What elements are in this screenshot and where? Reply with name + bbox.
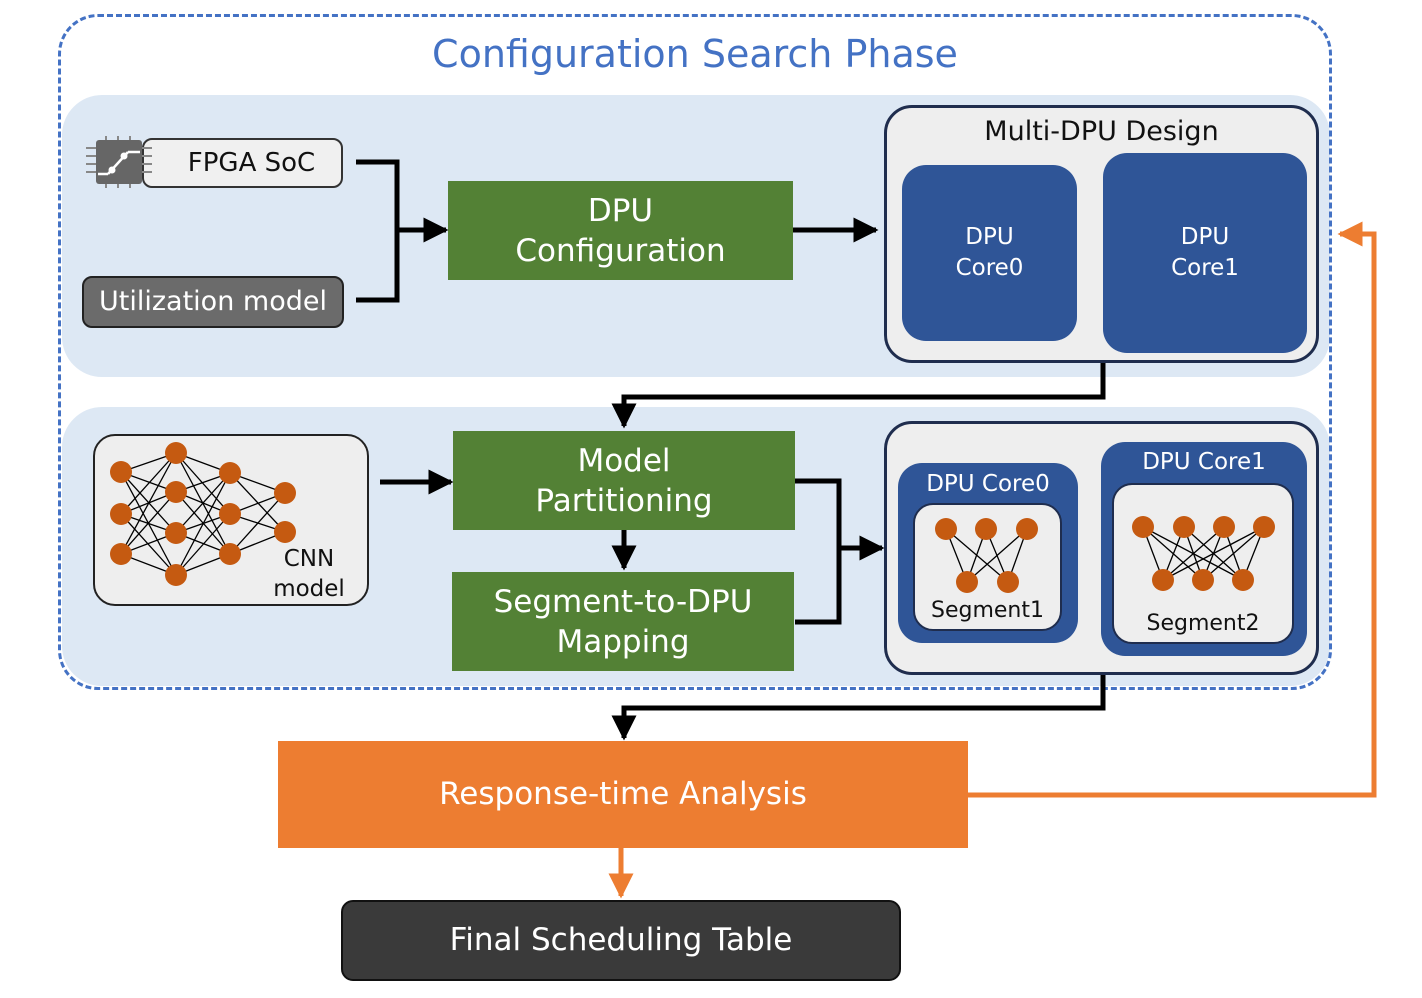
dpu-core1-line1: DPU: [1180, 224, 1230, 250]
cnn-edge: [229, 472, 286, 533]
segment-core1-title: DPU Core1: [1142, 449, 1266, 475]
dpu-configuration-line1: DPU: [587, 192, 654, 229]
cnn-edge: [120, 513, 177, 576]
dpu-core0-line2: Core0: [955, 255, 1024, 281]
model-partitioning-line1: Model: [577, 442, 671, 479]
cnn-edge: [120, 491, 177, 555]
cnn-edge: [120, 452, 177, 555]
segment1-node: [975, 518, 997, 540]
model-partitioning-line2: Partitioning: [535, 482, 713, 519]
utilization-model-box: Utilization model: [82, 276, 344, 328]
rta-feedback-arrow: [968, 221, 1377, 798]
segment1-label: Segment1: [931, 598, 1044, 623]
segment1-node: [1016, 518, 1038, 540]
segment1-node: [997, 571, 1019, 593]
dpu-core0-block: DPU Core0: [902, 165, 1077, 341]
segment2-node: [1192, 569, 1214, 591]
cnn-edge: [229, 492, 286, 555]
dpu-core0-line1: DPU: [965, 224, 1014, 250]
cnn-node: [274, 482, 296, 504]
fpga-soc-label: FPGA SoC: [187, 148, 316, 178]
dpu-configuration-line2: Configuration: [515, 232, 726, 269]
phase-title: Configuration Search Phase: [432, 32, 958, 76]
search-phase-boundary: [58, 14, 1332, 690]
segment2-edge: [1162, 526, 1265, 581]
cnn-node: [165, 481, 187, 503]
segment-mapping-step: Segment-to-DPU Mapping: [452, 572, 794, 671]
model-partitioning-step: Model Partitioning: [453, 431, 795, 530]
segment2-node: [1213, 516, 1235, 538]
neural-network-icon: [120, 452, 286, 576]
cnn-node: [110, 503, 132, 525]
segment2-node: [1232, 569, 1254, 591]
segment2-label: Segment2: [1146, 611, 1260, 636]
segment2-box: [1112, 483, 1294, 644]
cnn-model-label: CNN model: [250, 544, 368, 606]
multi-dpu-to-partitioning-arrow: [611, 363, 1106, 429]
cnn-edge: [175, 472, 231, 534]
cnn-edge: [120, 452, 177, 515]
fpga-to-merge-line: [356, 159, 400, 303]
cnn-edge: [175, 452, 231, 515]
cnn-model-line2: model: [273, 576, 345, 602]
segmented-design-to-rta-arrow: [611, 675, 1106, 741]
segment-core0-title: DPU Core0: [926, 471, 1050, 497]
cnn-node: [274, 521, 296, 543]
dpu-core1-line2: Core1: [1171, 255, 1239, 281]
segment2-node: [1173, 516, 1195, 538]
cnn-node: [110, 543, 132, 565]
chip-icon: [84, 134, 154, 190]
multi-dpu-design-title: Multi-DPU Design: [984, 116, 1219, 147]
cnn-node: [165, 564, 187, 586]
dpu-configuration-step: DPU Configuration: [448, 181, 793, 280]
dpu-core1-block: DPU Core1: [1103, 153, 1307, 353]
segment1-node: [935, 518, 957, 540]
partitioning-to-merge-line: [795, 478, 842, 625]
segment2-edge: [1162, 526, 1225, 581]
cnn-model-line1: CNN: [283, 546, 335, 572]
segment2-node: [1132, 516, 1154, 538]
fpga-soc-box: [142, 138, 343, 188]
segment2-node: [1253, 516, 1275, 538]
cnn-node: [219, 543, 241, 565]
final-scheduling-table: Final Scheduling Table: [341, 900, 901, 981]
segment1-edge: [966, 528, 1028, 583]
segment-mapping-line1: Segment-to-DPU: [493, 583, 753, 620]
cnn-edge: [175, 472, 231, 576]
cnn-edge: [175, 513, 231, 576]
cnn-node: [110, 461, 132, 483]
segment-mapping-line2: Mapping: [556, 623, 690, 660]
cnn-node: [219, 462, 241, 484]
cnn-node: [165, 442, 187, 464]
segment1-node: [956, 571, 978, 593]
segment2-node: [1152, 569, 1174, 591]
segment2-edge: [1202, 526, 1265, 581]
cnn-node: [165, 522, 187, 544]
cnn-node: [219, 503, 241, 525]
response-time-analysis-step: Response-time Analysis: [278, 741, 968, 848]
